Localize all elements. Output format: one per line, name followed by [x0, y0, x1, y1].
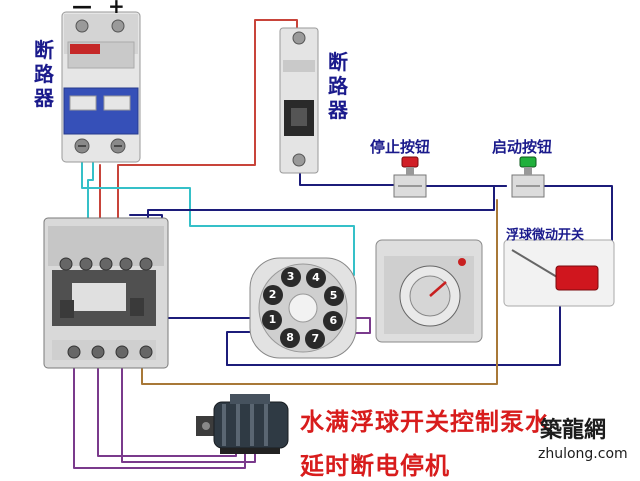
- wire-red-breaker-top: [254, 19, 298, 146]
- wire-red-breaker-left: [117, 144, 256, 249]
- time-relay: [375, 239, 483, 343]
- breaker-right: [279, 27, 319, 174]
- socket-pin-2: 2: [262, 285, 283, 306]
- watermark-url: zhulong.com: [538, 446, 628, 462]
- wire-purple-3: [121, 367, 256, 463]
- start-push-button: [511, 156, 545, 198]
- stop-button-label: 停止按钮: [370, 138, 431, 156]
- watermark-brand: 築龍網: [540, 417, 607, 443]
- relay-socket: [249, 257, 357, 359]
- wire-brown-bottom: [141, 199, 498, 385]
- title-line-2: 延时断电停机: [300, 451, 450, 480]
- socket-pin-8: 8: [280, 328, 301, 349]
- socket-pin-6: 6: [323, 310, 344, 331]
- title-line-1: 水满浮球开关控制泵水: [300, 407, 550, 436]
- wire-cyan-1: [81, 161, 355, 276]
- wire-cyan-2: [87, 161, 94, 249]
- socket-pin-5: 5: [323, 285, 344, 306]
- float-micro-switch: [503, 239, 615, 307]
- wire-navy-right-breaker: [299, 169, 395, 186]
- float-switch-label: 浮球微动开关: [506, 228, 585, 243]
- motor: [196, 394, 289, 454]
- socket-pin-7: 7: [305, 328, 326, 349]
- wires: [73, 19, 613, 469]
- wire-navy-float-loop: [226, 299, 561, 366]
- breaker-right-label: 断路器: [328, 50, 348, 122]
- contactor-bottom-terminals: [67, 345, 153, 359]
- socket-pin-3: 3: [280, 267, 301, 288]
- minus-sign: —: [72, 0, 92, 18]
- breaker-left: [61, 11, 141, 163]
- wire-purple-1: [73, 367, 246, 469]
- contactor: [43, 217, 169, 369]
- plus-sign: +: [108, 0, 125, 18]
- stop-push-button: [393, 156, 427, 198]
- socket-pin-4: 4: [305, 267, 326, 288]
- breaker-left-label: 断路器: [34, 38, 54, 110]
- start-button-label: 启动按钮: [492, 138, 553, 156]
- socket-pin-1: 1: [262, 310, 283, 331]
- contactor-top-terminals: [59, 257, 153, 271]
